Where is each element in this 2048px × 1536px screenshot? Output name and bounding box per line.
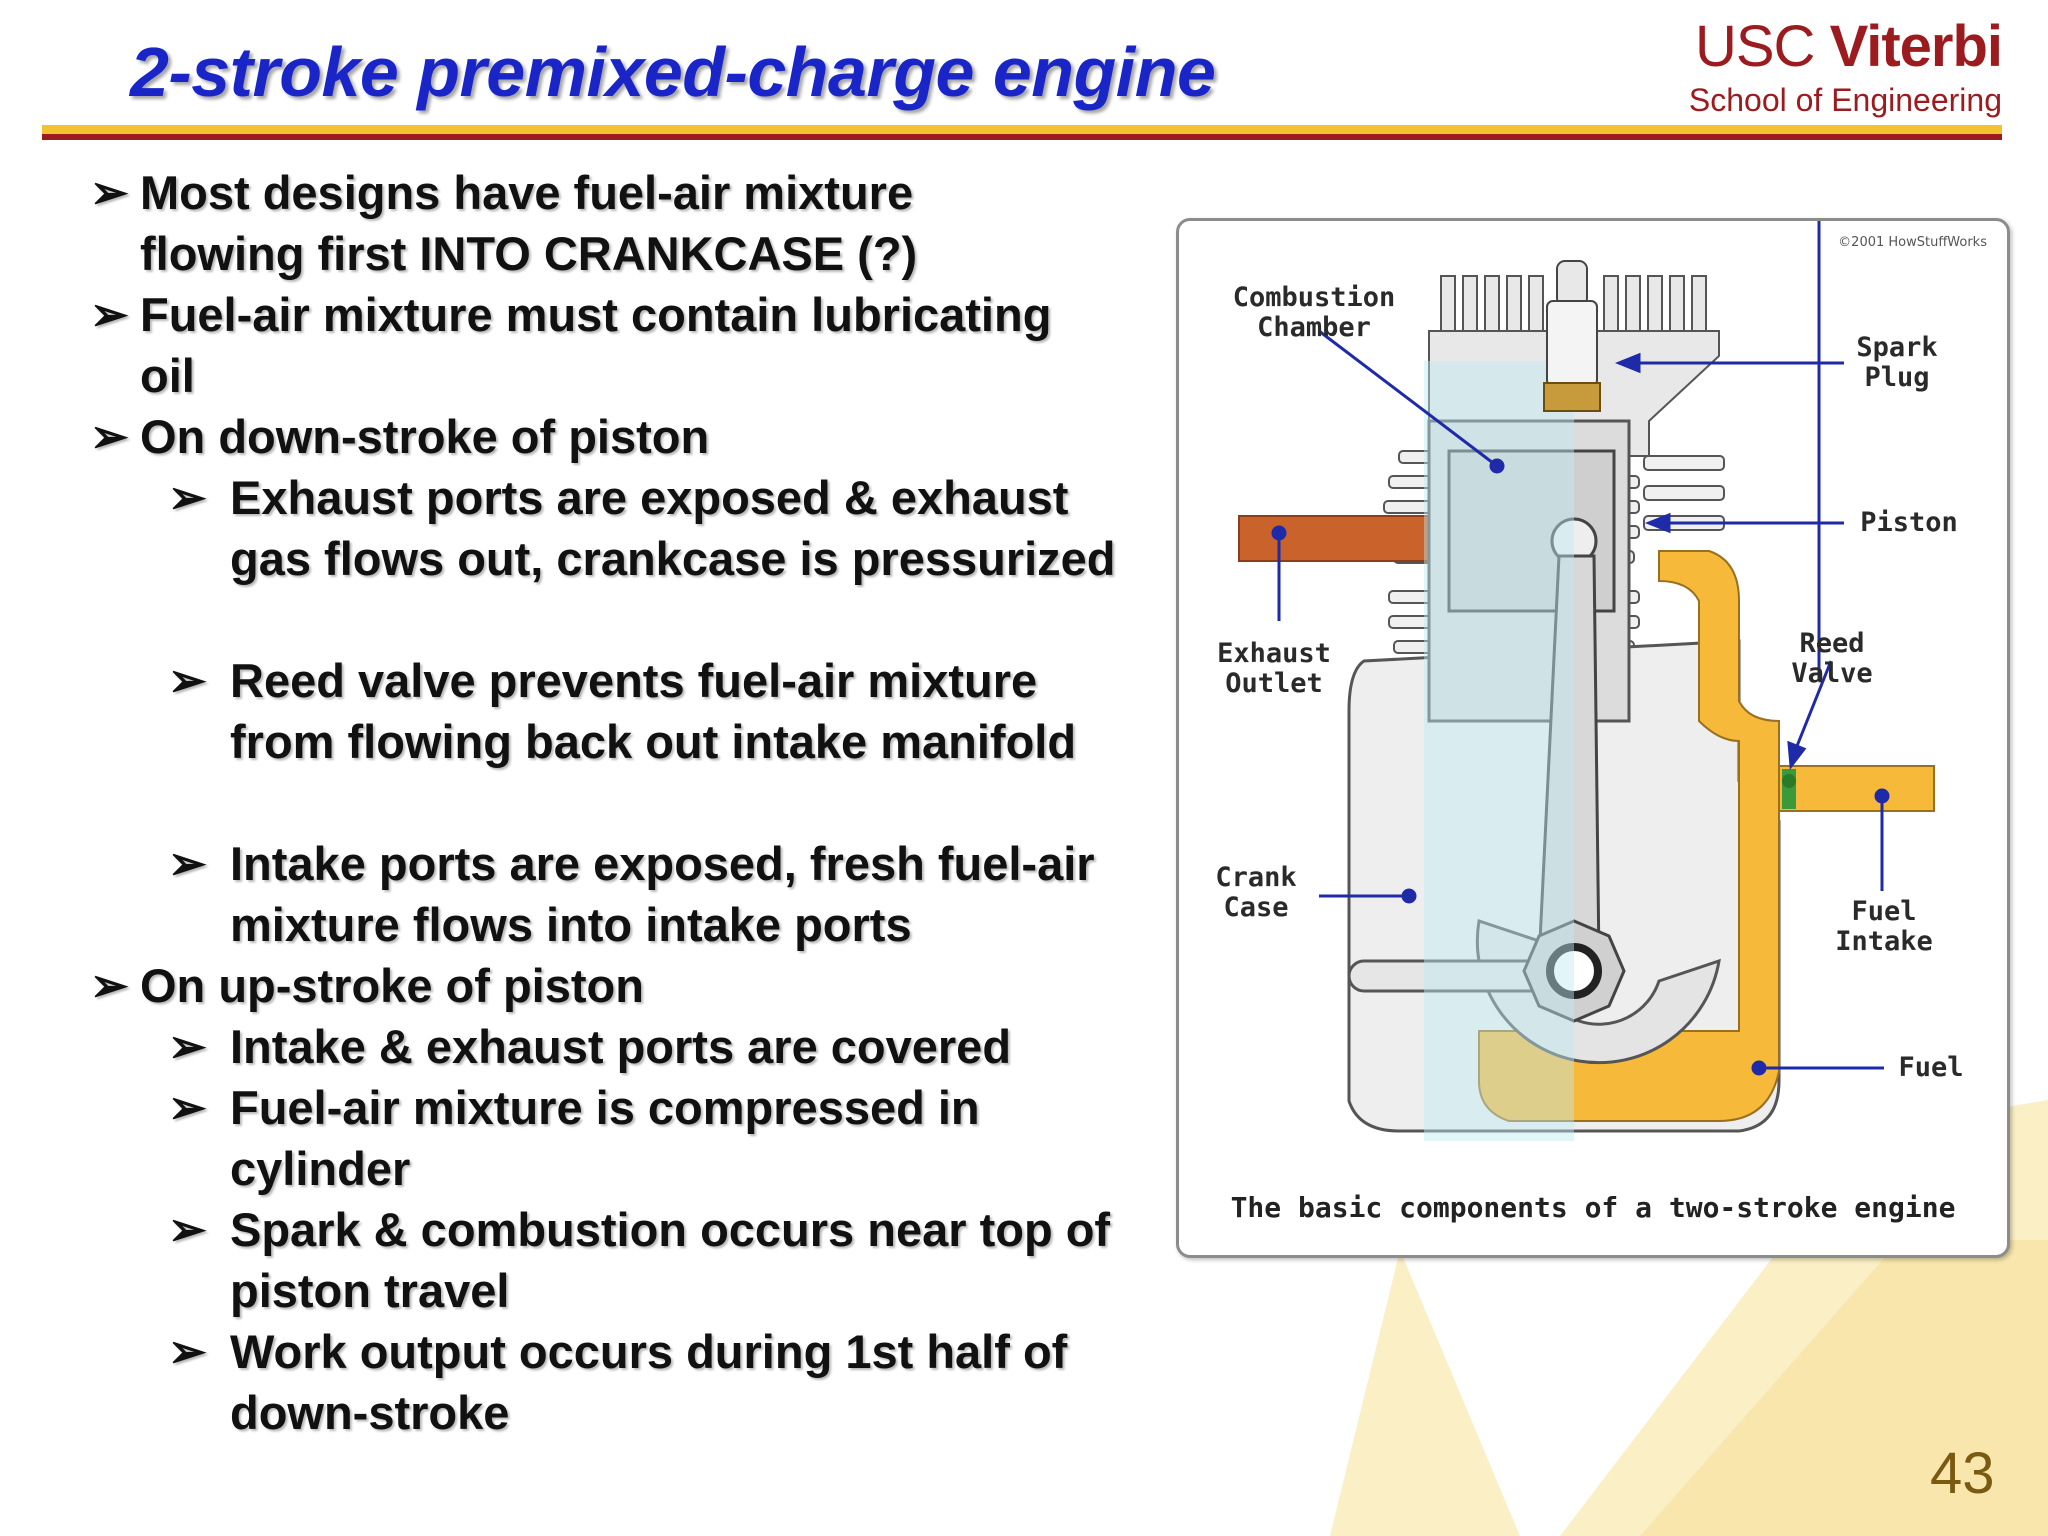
bullet-text: Spark & combustion occurs near top of pi…	[230, 1203, 1111, 1317]
header-rule-red	[42, 134, 2002, 140]
label-piston: Piston	[1860, 507, 1958, 538]
logo-wordmark: USC Viterbi	[1694, 14, 2003, 80]
sub-bullet-item: ➢ Exhaust ports are exposed & exhaust gas…	[168, 467, 1140, 589]
label-reed-valve: Reed Valve	[1791, 628, 1873, 689]
bullet-text: On down-stroke of piston	[140, 410, 710, 463]
bullet-text: Work output occurs during 1st half of do…	[230, 1325, 1068, 1439]
sub-bullet-item: ➢ Fuel-air mixture is compressed in cylin…	[168, 1077, 1140, 1199]
bullet-arrow-icon: ➢	[90, 288, 129, 340]
sub-bullet-item: ➢ Intake & exhaust ports are covered	[168, 1016, 1140, 1077]
label-spark-plug: Spark Plug	[1856, 332, 1938, 393]
bullet-arrow-icon: ➢	[90, 959, 129, 1011]
bullet-text: Fuel-air mixture must contain lubricatin…	[140, 288, 1052, 402]
engine-diagram: ©2001 HowStuffWorks Combustion Chamber S…	[1176, 218, 2010, 1258]
diagram-caption: The basic components of a two-stroke eng…	[1230, 1191, 1956, 1224]
bullet-text: Intake & exhaust ports are covered	[230, 1020, 1012, 1073]
bullet-arrow-icon: ➢	[168, 1081, 207, 1133]
label-combustion-chamber: Combustion Chamber	[1232, 282, 1396, 343]
logo-viterbi: Viterbi	[1829, 14, 2003, 79]
bullet-text: Intake ports are exposed, fresh fuel-air…	[230, 837, 1095, 951]
bullet-item: ➢Fuel-air mixture must contain lubricati…	[90, 284, 1060, 406]
bullet-arrow-icon: ➢	[168, 471, 207, 523]
header-rule-gold	[42, 125, 2002, 134]
logo-usc: USC	[1694, 14, 1815, 79]
bullet-list: ➢Most designs have fuel-air mixture flow…	[90, 162, 1140, 1443]
sub-bullet-item: ➢ Reed valve prevents fuel-air mixture fr…	[168, 650, 1140, 772]
bullet-text: Fuel-air mixture is compressed in cylind…	[230, 1081, 980, 1195]
bullet-arrow-icon: ➢	[168, 837, 207, 889]
diagram-copyright: ©2001 HowStuffWorks	[1838, 235, 1987, 250]
slide-title: 2-stroke premixed-charge engine	[130, 33, 1216, 111]
label-exhaust-outlet: Exhaust Outlet	[1217, 638, 1331, 699]
label-crank-case: Crank Case	[1215, 862, 1297, 923]
bullet-item: ➢On up-stroke of piston	[90, 955, 1060, 1016]
sub-bullet-item: ➢ Intake ports are exposed, fresh fuel-ai…	[168, 833, 1140, 955]
bullet-arrow-icon: ➢	[168, 1020, 207, 1072]
usc-viterbi-logo: USC Viterbi School of Engineering	[1680, 14, 2003, 124]
bullet-text: Most designs have fuel-air mixture flowi…	[140, 166, 918, 280]
bullet-item: ➢Most designs have fuel-air mixture flow…	[90, 162, 1060, 284]
bullet-arrow-icon: ➢	[168, 1325, 207, 1377]
bullet-arrow-icon: ➢	[168, 654, 207, 706]
bullet-arrow-icon: ➢	[90, 410, 129, 462]
engine-drawing	[1238, 221, 1935, 1141]
logo-subtitle: School of Engineering	[1688, 82, 2002, 118]
label-fuel: Fuel	[1898, 1052, 1964, 1083]
sub-bullet-item: ➢ Work output occurs during 1st half of d…	[168, 1321, 1140, 1443]
bullet-arrow-icon: ➢	[168, 1203, 207, 1255]
bullet-text: On up-stroke of piston	[140, 959, 644, 1012]
page-number: 43	[1930, 1441, 1995, 1506]
bullet-arrow-icon: ➢	[90, 166, 129, 218]
label-fuel-intake: Fuel Intake	[1835, 896, 1933, 957]
bullet-text: Exhaust ports are exposed & exhaust gas …	[230, 471, 1116, 585]
bullet-text: Reed valve prevents fuel-air mixture fro…	[230, 654, 1077, 768]
bullet-item: ➢On down-stroke of piston	[90, 406, 1060, 467]
sub-bullet-item: ➢ Spark & combustion occurs near top of p…	[168, 1199, 1140, 1321]
